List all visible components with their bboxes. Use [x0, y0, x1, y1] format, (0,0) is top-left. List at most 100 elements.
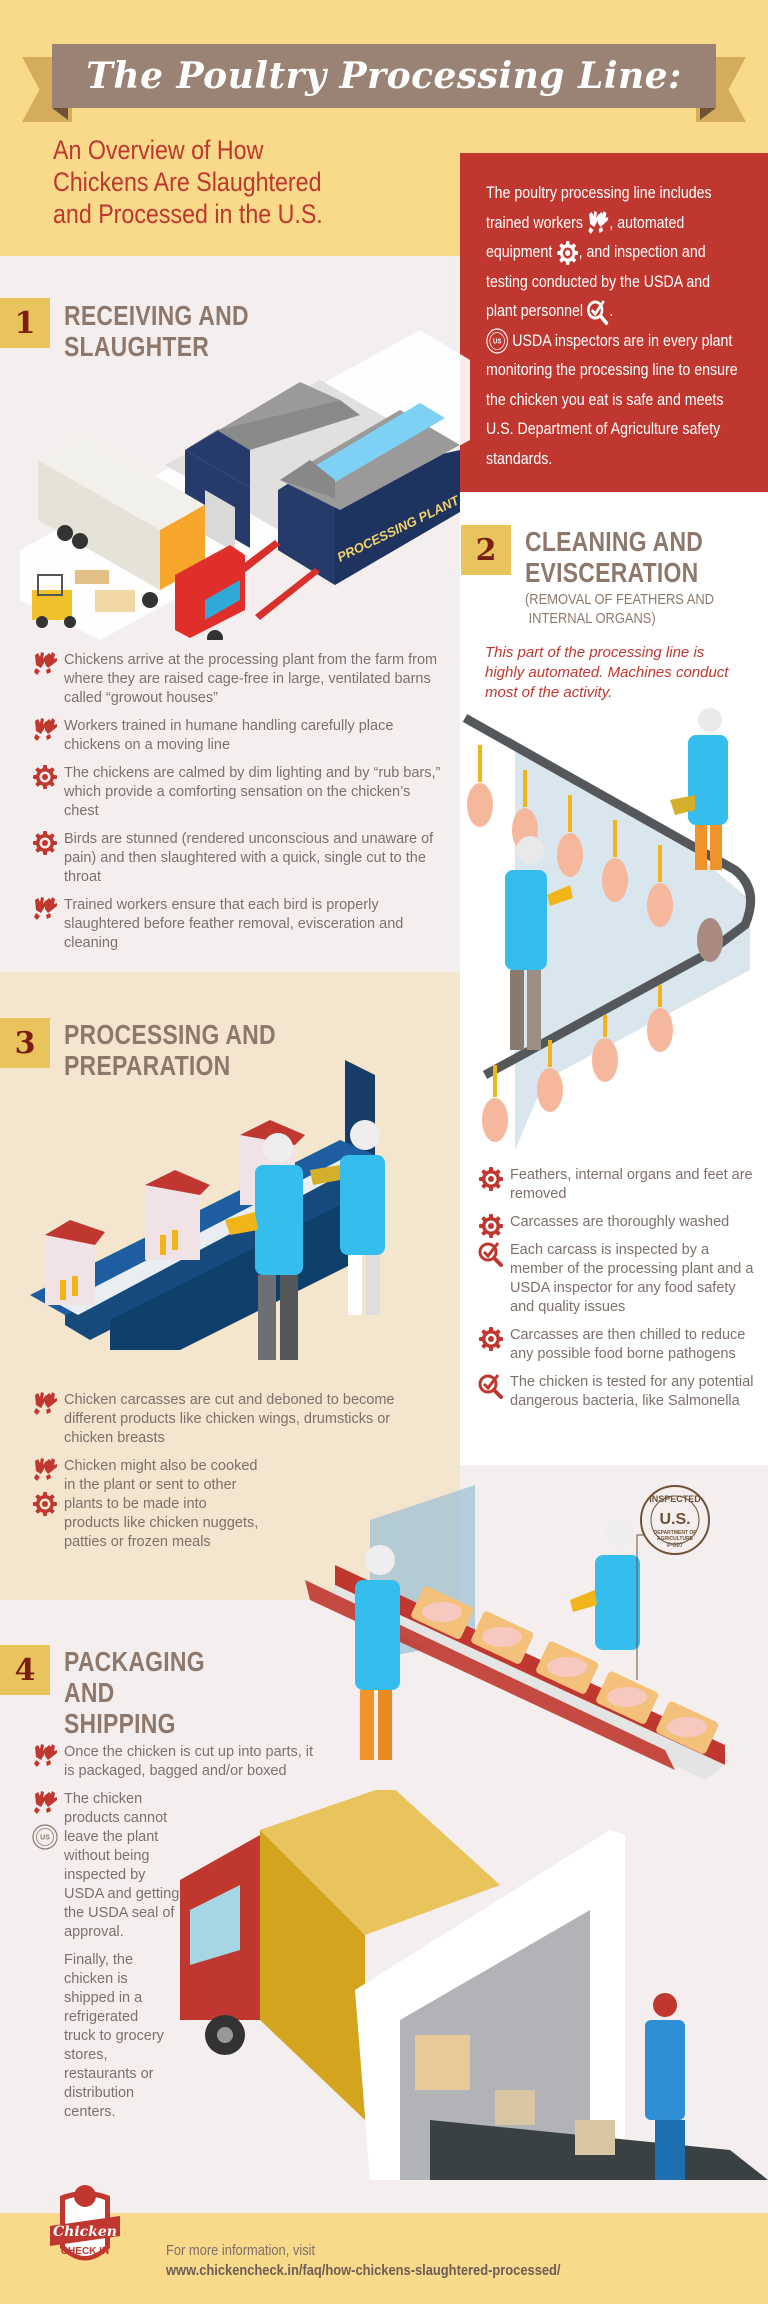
magnifier-check-icon: [478, 1373, 504, 1399]
list-item: Carcasses are thoroughly washed: [478, 1213, 760, 1232]
intro-part3: , and inspection and testing conducted b…: [486, 243, 711, 320]
svg-text:DEPARTMENT OF: DEPARTMENT OF: [654, 1530, 697, 1536]
title-line: AND: [64, 1677, 115, 1708]
shipping-truck-illustration: [170, 1790, 768, 2180]
intro-part1: The poultry processing line includes tra…: [486, 184, 712, 232]
list-item: Once the chicken is cut up into parts, i…: [32, 1743, 322, 1781]
intro-part5: USDA inspectors are in every plant monit…: [486, 331, 738, 468]
page-title: The Poultry Processing Line:: [86, 55, 682, 97]
list-item: Chickens arrive at the processing plant …: [32, 651, 442, 708]
logo-line2: CHECK IN: [61, 2246, 109, 2257]
intro-text: The poultry processing line includes tra…: [486, 179, 744, 474]
svg-text:P-007: P-007: [667, 1543, 684, 1549]
bullet-text: Once the chicken is cut up into parts, i…: [64, 1744, 314, 1779]
gear-icon: [32, 764, 58, 790]
subtitle-line: INTERNAL ORGANS): [525, 610, 656, 627]
subtitle-line: Chickens Are Slaughtered: [53, 167, 322, 197]
title-line: PROCESSING AND: [64, 1019, 276, 1050]
gloves-icon: [32, 1790, 58, 1816]
processing-table-illustration: [30, 1020, 430, 1370]
bullet-text: Each carcass is inspected by a member of…: [510, 1242, 754, 1315]
section-1-title: RECEIVING AND SLAUGHTER: [64, 300, 249, 362]
title-line: SLAUGHTER: [64, 331, 210, 362]
gear-icon: [478, 1213, 504, 1239]
list-item: The chicken is tested for any potential …: [478, 1373, 760, 1411]
section-2-number: 2: [461, 525, 511, 575]
footer-text: For more information, visit www.chickenc…: [166, 2241, 561, 2281]
section-2-bullets: Feathers, internal organs and feet are r…: [478, 1166, 760, 1420]
title-line: EVISCERATION: [525, 557, 699, 588]
usda-seal-icon: [32, 1824, 58, 1850]
svg-text:INSPECTED: INSPECTED: [649, 1494, 701, 1504]
list-item: Each carcass is inspected by a member of…: [478, 1241, 760, 1317]
section-3-title: PROCESSING AND PREPARATION: [64, 1019, 276, 1081]
gloves-icon: [32, 1457, 58, 1483]
bullet-text: Carcasses are thoroughly washed: [510, 1214, 730, 1230]
footer-url-link[interactable]: www.chickencheck.in/faq/how-chickens-sla…: [166, 2262, 561, 2279]
bullet-text: The chicken is tested for any potential …: [510, 1374, 754, 1409]
bullet-text: Chicken might also be cooked in the plan…: [64, 1458, 259, 1550]
gloves-icon: [32, 1391, 58, 1417]
section-4-number: 4: [0, 1645, 50, 1695]
gear-icon: [478, 1326, 504, 1352]
section-1-number: 1: [0, 298, 50, 348]
gloves-icon: [32, 651, 58, 677]
list-item: Workers trained in humane handling caref…: [32, 717, 442, 755]
svg-text:U.S.: U.S.: [659, 1511, 690, 1528]
bullet-text: Feathers, internal organs and feet are r…: [510, 1167, 753, 1202]
packaging-line-illustration: INSPECTED U.S. DEPARTMENT OF AGRICULTURE…: [305, 1480, 725, 1780]
intro-box: The poultry processing line includes tra…: [460, 153, 768, 492]
gear-icon: [556, 240, 578, 266]
bullet-text: Carcasses are then chilled to reduce any…: [510, 1327, 746, 1362]
gloves-icon: [587, 210, 609, 236]
logo-line1: Chicken: [53, 2224, 117, 2240]
usda-inspected-seal: INSPECTED U.S. DEPARTMENT OF AGRICULTURE…: [640, 1485, 710, 1555]
svg-text:AGRICULTURE: AGRICULTURE: [657, 1536, 694, 1542]
title-line: PREPARATION: [64, 1050, 231, 1081]
title-line: SHIPPING: [64, 1708, 176, 1739]
intro-part2: , automated equipment: [486, 213, 685, 262]
chicken-check-in-logo[interactable]: Chicken CHECK IN: [50, 2178, 120, 2283]
bullet-text: The chickens are calmed by dim lighting …: [64, 765, 441, 819]
list-item: Carcasses are then chilled to reduce any…: [478, 1326, 760, 1364]
bullet-text: Trained workers ensure that each bird is…: [64, 897, 404, 951]
title-line: PACKAGING: [64, 1646, 205, 1677]
list-item: The chicken products cannot leave the pl…: [32, 1790, 187, 1942]
section-4-bullets: Once the chicken is cut up into parts, i…: [32, 1743, 322, 2131]
section-2-title: CLEANING AND EVISCERATION: [525, 526, 703, 588]
subtitle-line: (REMOVAL OF FEATHERS AND: [525, 591, 714, 608]
gear-icon: [478, 1166, 504, 1192]
bullet-text: The chicken products cannot leave the pl…: [64, 1791, 180, 1940]
intro-part4: .: [609, 302, 614, 320]
evisceration-line-illustration: [455, 700, 768, 1150]
gloves-icon: [32, 896, 58, 922]
footer-banner: [0, 2213, 768, 2304]
section-2-note: This part of the processing line is high…: [485, 644, 729, 701]
subtitle-line: and Processed in the U.S.: [53, 199, 323, 229]
section-1-bullets: Chickens arrive at the processing plant …: [32, 651, 442, 962]
processing-plant-illustration: PROCESSING PLANT: [0, 300, 470, 640]
gloves-icon: [32, 717, 58, 743]
gear-icon: [32, 1491, 58, 1517]
list-item: Birds are stunned (rendered unconscious …: [32, 830, 442, 887]
bullet-text: Workers trained in humane handling caref…: [64, 718, 394, 753]
list-item: Finally, the chicken is shipped in a ref…: [32, 1951, 167, 2122]
magnifier-check-icon: [587, 299, 609, 325]
title-line: RECEIVING AND: [64, 300, 249, 331]
footer-info: For more information, visit: [166, 2242, 316, 2259]
bullet-text: Chickens arrive at the processing plant …: [64, 652, 438, 706]
bullet-text: Birds are stunned (rendered unconscious …: [64, 831, 434, 885]
list-item: Chicken might also be cooked in the plan…: [32, 1457, 262, 1552]
title-line: CLEANING AND: [525, 526, 704, 557]
gloves-icon: [32, 1743, 58, 1769]
list-item: Chicken carcasses are cut and deboned to…: [32, 1391, 442, 1448]
list-item: Trained workers ensure that each bird is…: [32, 896, 442, 953]
magnifier-check-icon: [478, 1241, 504, 1267]
bullet-text: Chicken carcasses are cut and deboned to…: [64, 1392, 395, 1446]
list-item: Feathers, internal organs and feet are r…: [478, 1166, 760, 1204]
section-3-bullets: Chicken carcasses are cut and deboned to…: [32, 1391, 442, 1561]
list-item: The chickens are calmed by dim lighting …: [32, 764, 442, 821]
section-4-title: PACKAGING AND SHIPPING: [64, 1646, 205, 1739]
gear-icon: [32, 830, 58, 856]
section-2-subtitle: (REMOVAL OF FEATHERS AND INTERNAL ORGANS…: [525, 590, 714, 628]
